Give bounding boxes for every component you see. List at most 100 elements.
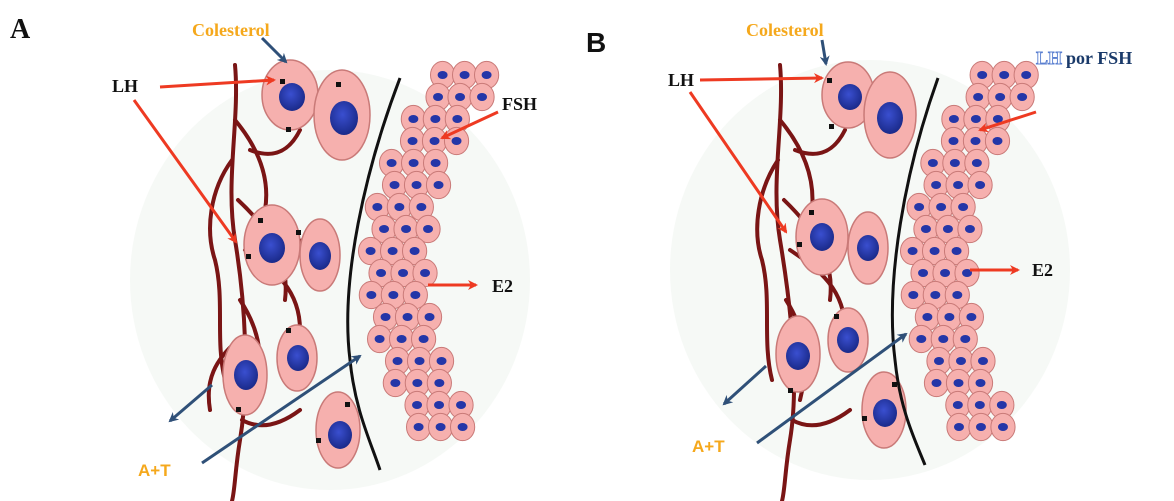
nucleus — [956, 357, 966, 365]
nucleus — [410, 247, 420, 255]
panel-a: A Colesterol LH FSH E2 A+T — [10, 14, 537, 501]
nucleus — [977, 71, 987, 79]
nucleus — [398, 269, 408, 277]
nucleus — [922, 313, 932, 321]
nucleus — [397, 335, 407, 343]
nucleus — [1021, 71, 1031, 79]
nucleus — [934, 357, 944, 365]
colesterol-arrow — [262, 38, 286, 62]
nucleus — [970, 137, 980, 145]
nucleus — [938, 335, 948, 343]
nucleus — [379, 225, 389, 233]
nucleus — [412, 181, 422, 189]
nucleus — [953, 181, 963, 189]
nucleus — [455, 93, 465, 101]
nucleus — [434, 181, 444, 189]
nucleus — [419, 335, 429, 343]
panel-letter: B — [586, 27, 606, 58]
nucleus — [452, 137, 462, 145]
at-label: A+T — [692, 437, 725, 456]
nucleus — [966, 313, 976, 321]
nucleus — [477, 93, 487, 101]
nucleus — [436, 423, 446, 431]
nucleus — [375, 335, 385, 343]
nucleus — [921, 225, 931, 233]
nucleus — [908, 247, 918, 255]
nucleus — [998, 423, 1008, 431]
fsh-label: FSH — [502, 94, 537, 114]
lh-label: LH — [112, 76, 138, 96]
nucleus — [388, 247, 398, 255]
nucleus — [965, 225, 975, 233]
colesterol-arrow — [822, 40, 826, 64]
nucleus — [387, 159, 397, 167]
nucleus — [410, 291, 420, 299]
nucleus — [928, 159, 938, 167]
nucleus — [908, 291, 918, 299]
fsh-label: LHpor FSH — [1036, 48, 1132, 68]
nucleus — [408, 137, 418, 145]
nucleus — [914, 203, 924, 211]
nucleus — [390, 379, 400, 387]
nucleus — [997, 401, 1007, 409]
nucleus — [412, 379, 422, 387]
nucleus — [287, 345, 309, 371]
nucleus — [972, 159, 982, 167]
nucleus — [978, 357, 988, 365]
nucleus — [434, 401, 444, 409]
nucleus — [401, 225, 411, 233]
nucleus — [960, 335, 970, 343]
e2-label: E2 — [492, 276, 513, 296]
nucleus — [430, 137, 440, 145]
nucleus — [415, 357, 425, 365]
nucleus — [376, 269, 386, 277]
lh-arrow-top — [700, 78, 822, 80]
nucleus — [430, 115, 440, 123]
nucleus — [948, 137, 958, 145]
nucleus — [1017, 93, 1027, 101]
nucleus — [954, 379, 964, 387]
nucleus — [916, 335, 926, 343]
nucleus — [992, 137, 1002, 145]
nucleus — [460, 71, 470, 79]
nucleus — [388, 291, 398, 299]
nucleus — [409, 159, 419, 167]
nucleus — [931, 181, 941, 189]
nucleus — [438, 71, 448, 79]
nucleus — [973, 93, 983, 101]
nucleus — [952, 247, 962, 255]
nucleus — [330, 101, 358, 135]
nucleus — [482, 71, 492, 79]
nucleus — [944, 313, 954, 321]
at-label: A+T — [138, 461, 171, 480]
nucleus — [975, 401, 985, 409]
panel-letter: A — [10, 14, 31, 45]
nucleus — [952, 291, 962, 299]
nucleus — [999, 71, 1009, 79]
nucleus — [425, 313, 435, 321]
fsh-text: por FSH — [1066, 48, 1132, 68]
nucleus — [976, 423, 986, 431]
nucleus — [234, 360, 258, 390]
nucleus — [403, 313, 413, 321]
fsh-text: FSH — [502, 94, 537, 114]
nucleus — [328, 421, 352, 449]
nucleus — [431, 159, 441, 167]
nucleus — [456, 401, 466, 409]
nucleus — [433, 93, 443, 101]
nucleus — [366, 291, 376, 299]
nucleus — [259, 233, 285, 263]
nucleus — [930, 291, 940, 299]
nucleus — [949, 115, 959, 123]
nucleus — [452, 115, 462, 123]
nucleus — [953, 401, 963, 409]
lh-label: LH — [668, 70, 694, 90]
nucleus — [954, 423, 964, 431]
nucleus — [458, 423, 468, 431]
colesterol-label: Colesterol — [192, 20, 270, 40]
nucleus — [975, 181, 985, 189]
nucleus — [366, 247, 376, 255]
nucleus — [971, 115, 981, 123]
